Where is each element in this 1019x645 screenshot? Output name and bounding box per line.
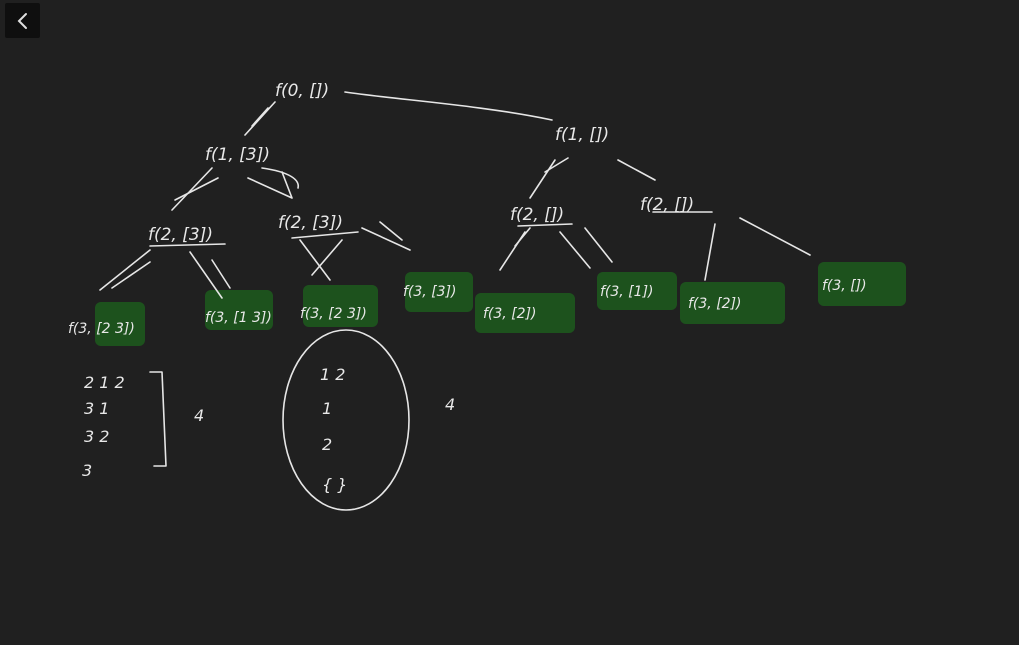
list-row-4: 3 <box>82 461 92 480</box>
leaf-2: f(3, [1 3]) <box>205 310 272 326</box>
leaf-1: f(3, [2 3]) <box>68 321 135 337</box>
leaf-highlights <box>95 262 906 346</box>
subset-circle: 1 2 1 2 { } 4 <box>282 329 455 511</box>
list-count: 4 <box>194 406 204 425</box>
node-l1-right: f(1, []) <box>555 125 609 145</box>
chevron-left-icon <box>17 12 27 29</box>
circle-row-1: 1 2 <box>320 365 345 384</box>
node-l2-a: f(2, [3]) <box>148 225 213 245</box>
list-row-3: 3 2 <box>84 427 109 446</box>
circle-row-2: 1 <box>322 399 332 418</box>
list-row-1: 2 1 2 <box>84 373 125 392</box>
node-l2-c: f(2, []) <box>510 205 564 225</box>
leaf-8: f(3, []) <box>822 278 867 294</box>
leaf-5: f(3, [2]) <box>483 306 537 322</box>
circle-row-3: 2 <box>322 435 332 454</box>
root-node: f(0, []) <box>275 81 329 101</box>
circle-count: 4 <box>445 395 455 414</box>
leaf-4: f(3, [3]) <box>403 284 457 300</box>
node-l1-left: f(1, [3]) <box>205 145 270 165</box>
node-l2-d: f(2, []) <box>640 195 694 215</box>
back-button[interactable] <box>5 3 40 38</box>
result-list: 2 1 2 3 1 3 2 3 4 <box>82 371 204 480</box>
leaf-3: f(3, [2 3]) <box>300 306 367 322</box>
node-l2-b: f(2, [3]) <box>278 213 343 233</box>
circle-row-4: { } <box>322 475 347 494</box>
leaf-6: f(3, [1]) <box>600 284 654 300</box>
list-row-2: 3 1 <box>84 399 109 418</box>
tree-edges <box>99 91 811 299</box>
leaf-7: f(3, [2]) <box>688 296 742 312</box>
